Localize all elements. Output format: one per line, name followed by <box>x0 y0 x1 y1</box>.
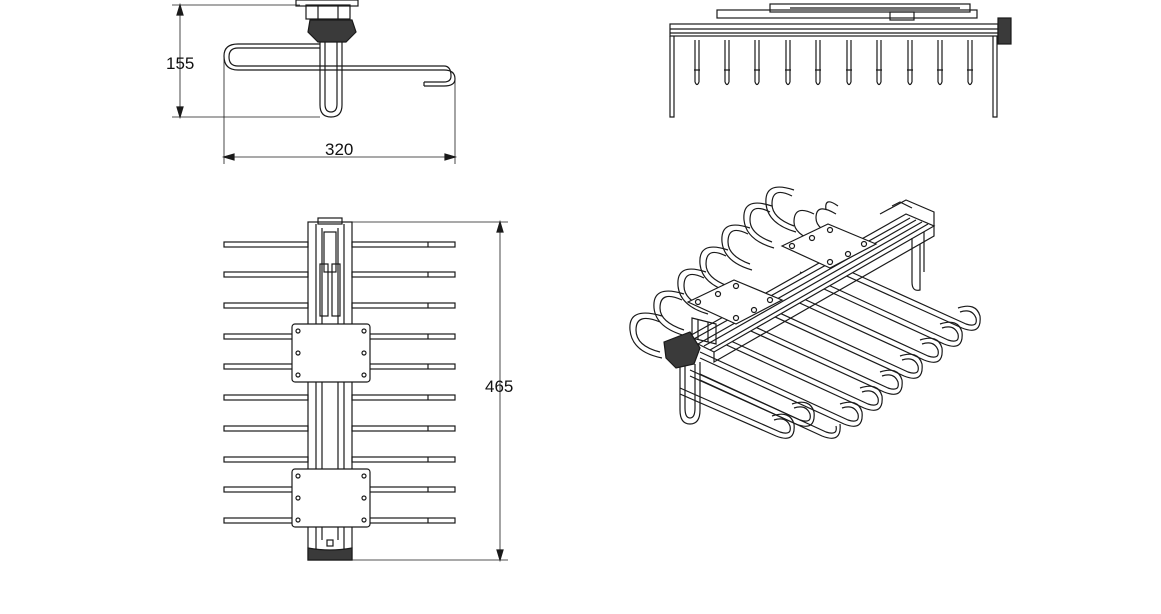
front-post-left <box>669 36 675 118</box>
dim-320-arrow-left <box>221 153 235 161</box>
dim-320-label: 320 <box>325 140 353 159</box>
side-view <box>172 0 458 164</box>
dim-465-label: 465 <box>485 377 513 396</box>
top-plate-upper <box>291 323 371 383</box>
front-handle <box>997 17 1012 45</box>
iso-front-hanger <box>679 350 701 425</box>
front-view <box>669 3 1012 118</box>
side-mount-plate <box>295 0 359 7</box>
dim-320-arrow-right <box>444 153 458 161</box>
front-mount-plate <box>716 9 978 19</box>
iso-leg-right <box>911 238 921 291</box>
iso-hanger-loops-back <box>629 186 839 359</box>
dim-155-label: 155 <box>166 54 194 73</box>
side-hanger-outer <box>319 42 343 118</box>
side-handle <box>307 19 357 43</box>
front-pins <box>694 40 973 86</box>
iso-plate-upper <box>780 223 878 269</box>
dim-155-arrow-top <box>176 2 184 16</box>
dim-465-arrow-top <box>496 219 504 233</box>
top-handle <box>307 547 353 561</box>
top-plate-lower <box>291 468 371 528</box>
dim-465-arrow-bottom <box>496 549 504 563</box>
dim-155-arrow-bottom <box>176 106 184 120</box>
top-view <box>223 217 508 563</box>
iso-hanger-rods-front <box>679 257 981 439</box>
front-rail <box>669 23 999 37</box>
iso-handle <box>663 331 701 369</box>
side-slide-block <box>305 4 351 20</box>
iso-plate-lower <box>686 279 784 325</box>
isometric-view <box>629 186 981 439</box>
side-hanger-bar <box>223 43 456 87</box>
iso-rail <box>684 199 936 364</box>
front-post-right <box>992 36 998 118</box>
